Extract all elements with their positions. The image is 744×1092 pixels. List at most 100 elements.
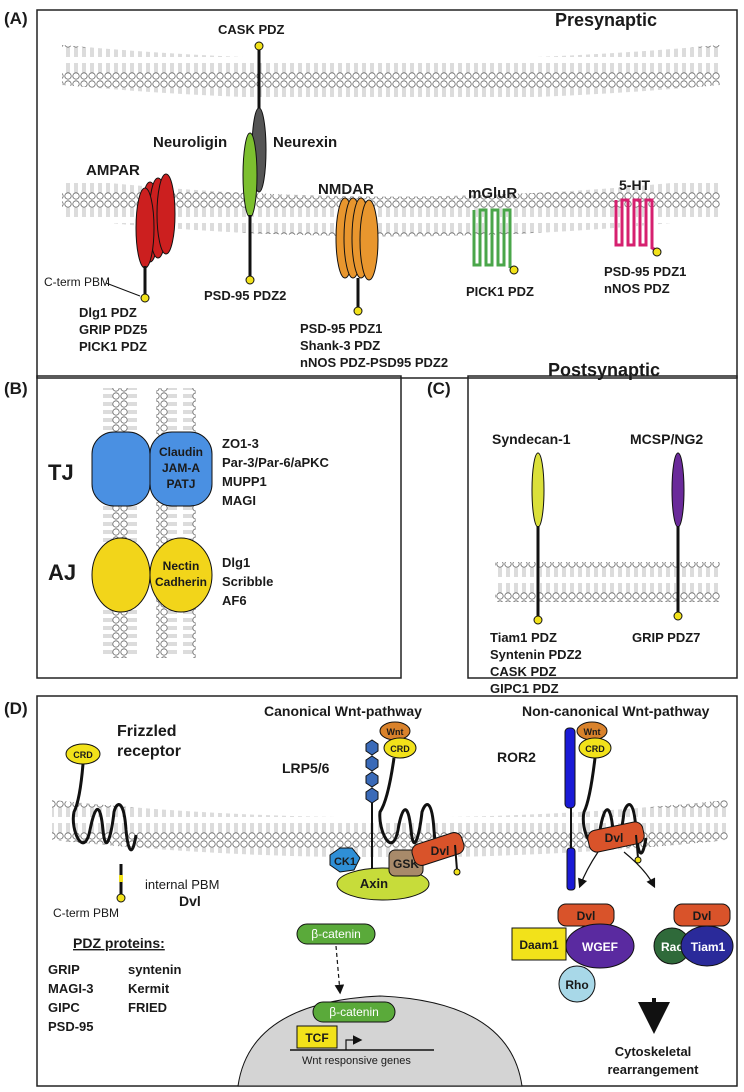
branch-arrow-left (578, 851, 599, 889)
tj-right-complex (149, 431, 213, 507)
wgef-label: WGEF (582, 940, 618, 954)
syndecan-bind-1: Tiam1 PDZ (490, 630, 557, 645)
right-dvl-label: Dvl (693, 909, 712, 923)
pdz-col1-1: GRIP (48, 962, 80, 977)
bcat-nuclear (312, 1001, 396, 1023)
ck1-label: CK1 (334, 856, 356, 868)
mglur-label: mGluR (468, 185, 517, 202)
frizzled-pbm-dot (116, 893, 126, 903)
ht5-bind-1: PSD-95 PDZ1 (604, 264, 686, 279)
bcat-free (296, 923, 376, 945)
nmdar-bind-1: PSD-95 PDZ1 (300, 321, 382, 336)
rho-label: Rho (565, 978, 588, 992)
tiam1-shape (680, 925, 734, 967)
panel-c: (C) Syndecan-1 MCSP/NG2 Tiam1 PDZ Synten… (427, 375, 738, 696)
panel-d: (D) Frizzled receptor CRD internal PBM D… (4, 695, 738, 1087)
neuroligin-shape (242, 132, 258, 218)
postsynaptic-label: Postsynaptic (548, 360, 660, 380)
wnt-genes-label: Wnt responsive genes (302, 1055, 411, 1067)
ht5-pbm-dot (652, 247, 662, 257)
mcsp-shape (671, 452, 685, 528)
pdz-col1-4: PSD-95 (48, 1019, 94, 1034)
pdz-col2-1: syntenin (128, 962, 182, 977)
cterm-pointer (105, 282, 141, 297)
wgef-shape (565, 923, 635, 969)
axin-label: Axin (360, 876, 388, 891)
panel-b-label: (B) (4, 379, 28, 398)
panel-d-label: (D) (4, 699, 28, 718)
frizzled-label-2: receptor (117, 743, 181, 760)
noncanonical-title: Non-canonical Wnt-pathway (522, 703, 710, 719)
aj-protein-2: Cadherin (155, 575, 207, 589)
pdz-col1-3: GIPC (48, 1000, 80, 1015)
noncanonical-dvl (587, 821, 645, 853)
tj-bind-1: ZO1-3 (222, 436, 259, 451)
ampar-label: AMPAR (86, 162, 140, 179)
daam1-label: Daam1 (519, 938, 559, 952)
tj-label: TJ (48, 460, 74, 485)
mglur-bind: PICK1 PDZ (466, 284, 534, 299)
aj-right-complex (149, 537, 213, 613)
presynaptic-membrane (62, 45, 720, 100)
nmdar-pbm-dot (353, 306, 363, 316)
psd95-pdz2-label: PSD-95 PDZ2 (204, 288, 286, 303)
panel-b-frame (36, 375, 402, 679)
ror2-label: ROR2 (497, 749, 536, 765)
tj-bind-4: MAGI (222, 493, 256, 508)
panel-a-frame (36, 9, 738, 379)
bcat-nuclear-label: β-catenin (329, 1005, 379, 1019)
syndecan-shape (531, 452, 545, 528)
bcat-arrow (334, 945, 345, 995)
canonical-crd (383, 737, 417, 759)
panel-a: (A) Presynaptic Postsynaptic CASK PDZ Ne… (4, 9, 738, 380)
nmdar-label: NMDAR (318, 181, 374, 198)
aj-bind-2: Scribble (222, 574, 273, 589)
frizzled-crd-label: CRD (73, 750, 93, 760)
panel-a-label: (A) (4, 9, 28, 28)
canonical-dvl (411, 832, 465, 866)
tj-bind-3: MUPP1 (222, 474, 267, 489)
pdz-proteins-title: PDZ proteins: (73, 935, 165, 951)
ampar-pbm-dot (140, 293, 150, 303)
bcat-free-label: β-catenin (311, 927, 361, 941)
pdz-col2-2: Kermit (128, 981, 170, 996)
syndecan-bind-2: Syntenin PDZ2 (490, 647, 582, 662)
mcsp-bind: GRIP PDZ7 (632, 630, 700, 645)
neuroligin-label: Neuroligin (153, 134, 227, 151)
ror2-intracellular (566, 847, 576, 891)
rac-label: Rac (661, 940, 683, 954)
syndecan-pbm-dot (533, 615, 543, 625)
frizzled-cterm-label: C-term PBM (53, 906, 119, 920)
neurexin-label: Neurexin (273, 134, 337, 151)
panel-c-membrane (495, 562, 720, 602)
nmdar-bind-2: Shank-3 PDZ (300, 338, 380, 353)
noncanonical-dvl-label: Dvl (605, 831, 624, 845)
noncanonical-wnt-label: Wnt (584, 727, 601, 737)
aj-bind-1: Dlg1 (222, 555, 250, 570)
panel-b: (B) TJ AJ Claudin JAM-A PATJ Nectin Cadh… (4, 375, 402, 679)
ror2-extracellular (564, 727, 576, 809)
ampar-bind-2: GRIP PDZ5 (79, 322, 147, 337)
mcsp-label: MCSP/NG2 (630, 431, 703, 447)
panel-d-membrane (52, 800, 728, 858)
mglur-receptor (472, 208, 512, 268)
pdz-col1-2: MAGI-3 (48, 981, 94, 996)
frizzled-label-1: Frizzled (117, 723, 177, 740)
neuroligin-pbm-dot (245, 275, 255, 285)
canonical-dvl-dot (453, 868, 461, 876)
aj-protein-1: Nectin (163, 559, 200, 573)
frizzled-dvl-label: Dvl (179, 893, 201, 909)
left-dvl-label: Dvl (577, 909, 596, 923)
frizzled-receptor (71, 763, 138, 852)
panel-c-frame (467, 375, 738, 679)
noncanonical-crd-label: CRD (585, 744, 605, 754)
ampar-cterm-label: C-term PBM (44, 275, 110, 289)
canonical-dvl-label: Dvl (431, 844, 450, 858)
cyto-label-2: rearrangement (607, 1062, 699, 1077)
neurexin-pbm-dot (254, 41, 264, 51)
ht5-label: 5-HT (619, 177, 651, 193)
noncanonical-dvl-dot (634, 856, 642, 864)
tj-left-complex (91, 431, 151, 507)
canonical-dvl-tail (454, 844, 458, 871)
